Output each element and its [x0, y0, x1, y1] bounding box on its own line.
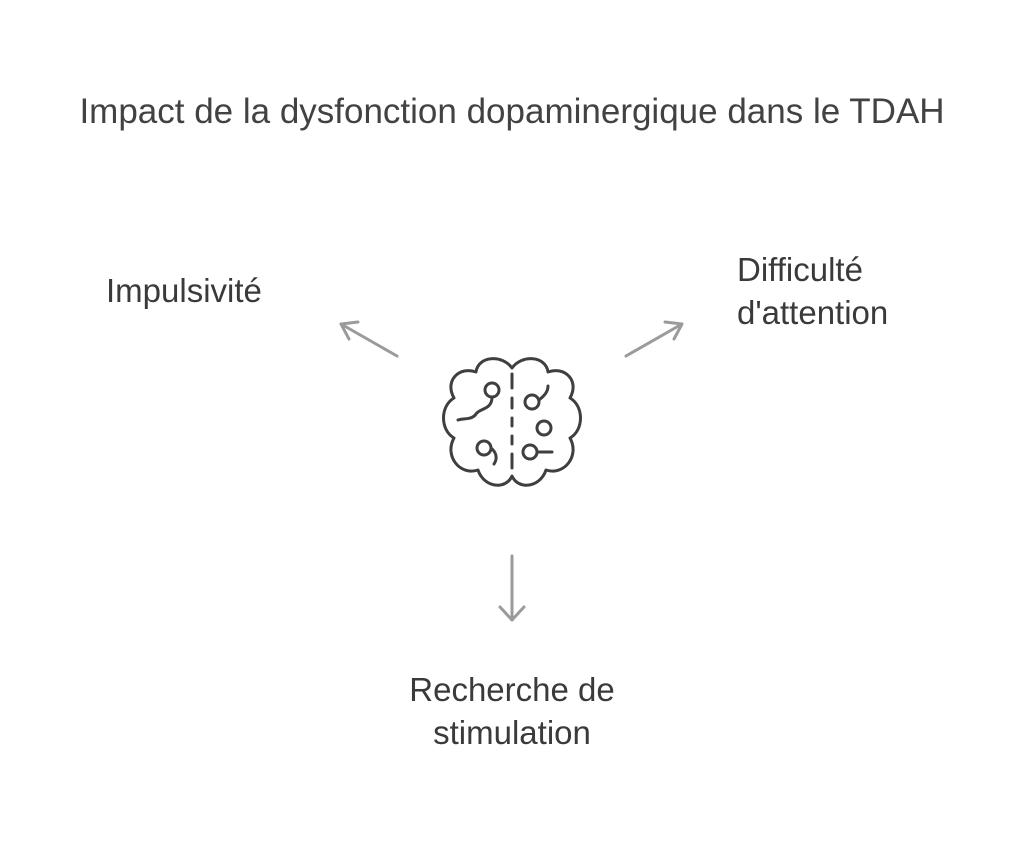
neuron-path-top-left	[456, 395, 494, 422]
neuron-node-mid-right	[535, 419, 553, 437]
arrow-to-difficulte-attention	[624, 320, 684, 358]
arrow-to-recherche-stimulation	[498, 554, 526, 622]
neuron-node-top-right	[523, 393, 541, 411]
branch-label-recherche-stimulation: Recherche de stimulation	[312, 668, 712, 754]
branch-label-line: d'attention	[737, 294, 889, 331]
branch-label-difficulte-attention: Difficulté d'attention	[737, 248, 888, 334]
neuron-node-top-left	[483, 381, 501, 399]
brain-outline	[442, 357, 582, 487]
neuron-node-bottom-left	[475, 439, 493, 457]
diagram-title: Impact de la dysfonction dopaminergique …	[79, 92, 945, 131]
branch-label-line: stimulation	[433, 714, 591, 751]
arrow-to-impulsivite	[339, 320, 399, 358]
neuron-path-top-right	[537, 384, 550, 402]
branch-label-line: Difficulté	[737, 251, 863, 288]
neuron-path-bottom-left	[489, 446, 498, 466]
branch-label-impulsivite: Impulsivité	[106, 269, 262, 312]
neuron-node-bottom-right	[521, 443, 539, 461]
branch-label-line: Recherche de	[409, 671, 615, 708]
brain-icon	[442, 357, 582, 487]
branch-label-line: Impulsivité	[106, 272, 262, 309]
